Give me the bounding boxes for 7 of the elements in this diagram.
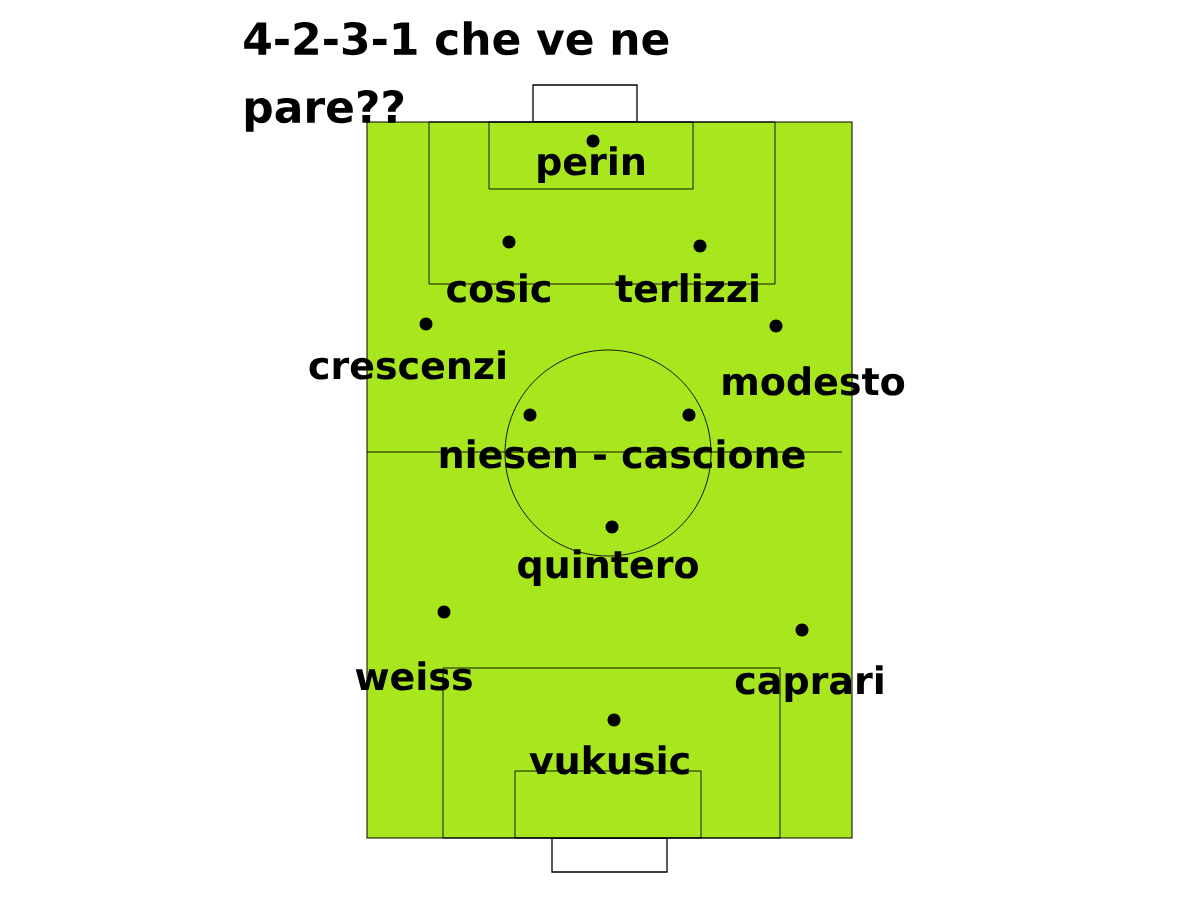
player-name: niesen - cascione [440,439,805,469]
player-name: cosic [447,273,550,303]
player-name: quintero [518,549,698,586]
player-name: vukusic [529,745,689,775]
player-name: terlizzi [615,273,758,303]
player-name: perin [538,146,644,183]
title: 4-2-3-1 che ve ne pare?? [244,21,669,132]
